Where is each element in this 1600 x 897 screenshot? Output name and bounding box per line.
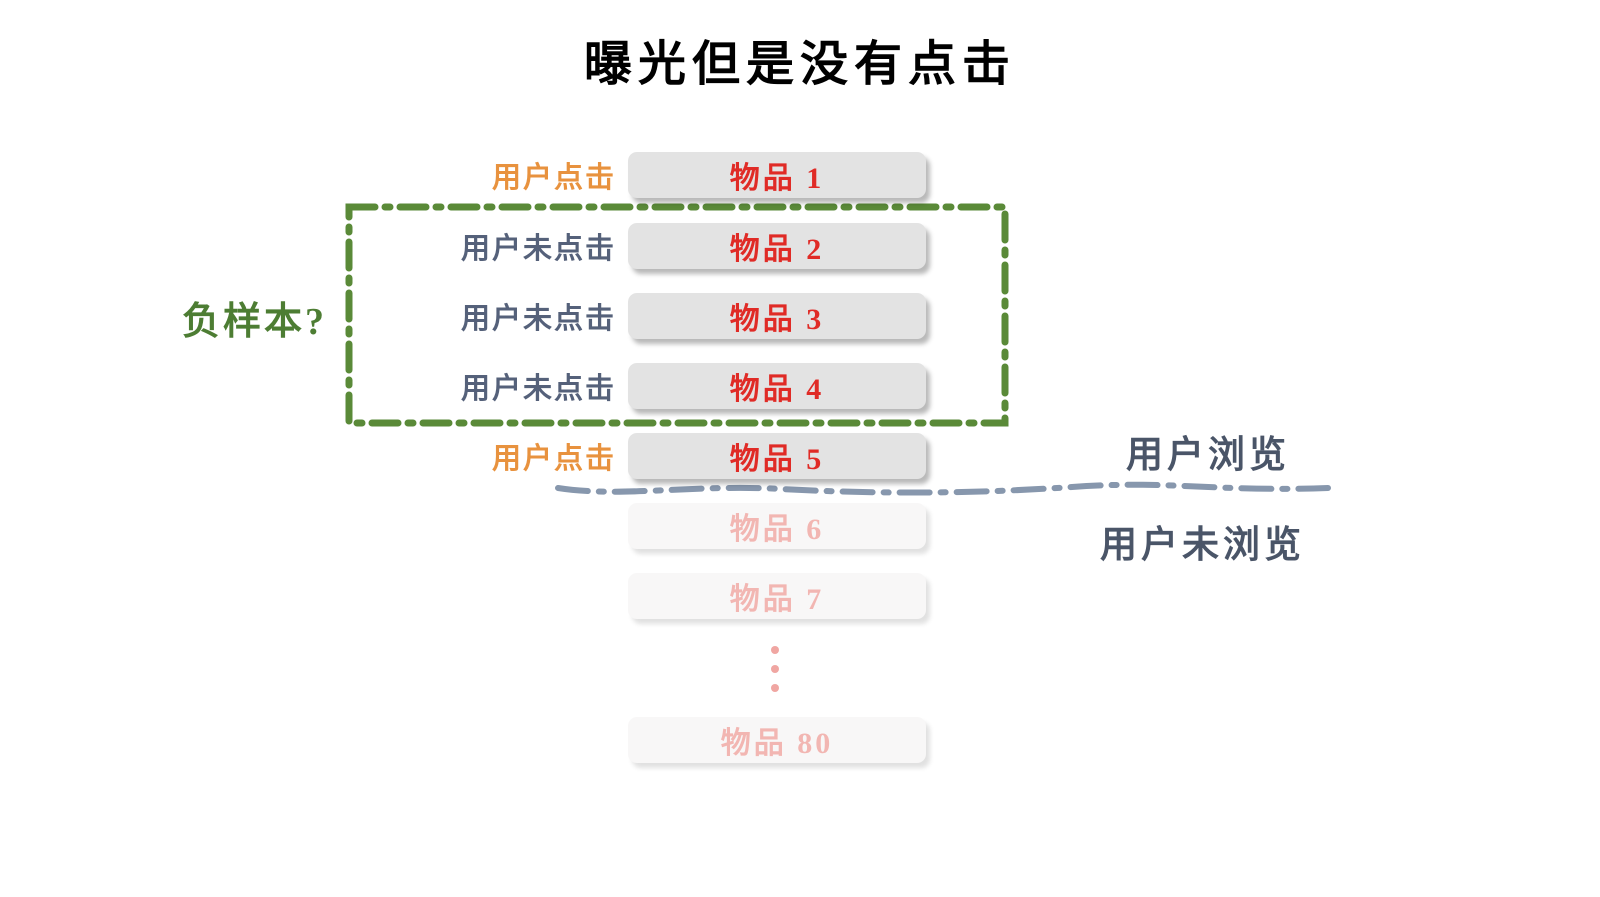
item-box: 物品 2	[628, 223, 926, 269]
item-box: 物品 3	[628, 293, 926, 339]
user-noclick-label: 用户未点击	[460, 303, 616, 335]
item-label: 物品 5	[729, 443, 825, 476]
item-row: 用户未点击 物品 2	[356, 223, 926, 269]
item-row: 物品 80	[356, 717, 926, 763]
item-box: 物品 7	[628, 573, 926, 619]
item-row: 用户点击 物品 1	[356, 152, 926, 198]
item-label: 物品 2	[729, 233, 825, 266]
item-label: 物品 3	[729, 303, 825, 336]
item-box: 物品 1	[628, 152, 926, 198]
user-click-label: 用户点击	[491, 443, 616, 475]
negative-sample-question-label: 负样本?	[182, 301, 328, 343]
item-label: 物品 1	[729, 162, 825, 195]
item-row: 用户未点击 物品 3	[356, 293, 926, 339]
item-box: 物品 80	[628, 717, 926, 763]
user-noclick-label: 用户未点击	[460, 233, 616, 265]
item-label: 物品 6	[729, 513, 825, 546]
item-row: 物品 7	[356, 573, 926, 619]
item-label: 物品 4	[729, 373, 825, 406]
dot	[771, 665, 779, 673]
item-row: 物品 6	[356, 503, 926, 549]
item-row: 用户点击 物品 5	[356, 433, 926, 479]
user-noclick-label: 用户未点击	[460, 373, 616, 405]
dot	[771, 684, 779, 692]
ellipsis-dots	[771, 646, 779, 692]
item-label: 物品 80	[720, 727, 834, 760]
item-box: 物品 4	[628, 363, 926, 409]
dot	[771, 646, 779, 654]
user-browsed-label: 用户浏览	[1126, 435, 1290, 476]
item-row: 用户未点击 物品 4	[356, 363, 926, 409]
user-not-browsed-label: 用户未浏览	[1100, 525, 1305, 566]
item-label: 物品 7	[729, 583, 825, 616]
item-box: 物品 5	[628, 433, 926, 479]
page-title: 曝光但是没有点击	[583, 38, 1016, 91]
item-box: 物品 6	[628, 503, 926, 549]
user-click-label: 用户点击	[491, 162, 616, 194]
